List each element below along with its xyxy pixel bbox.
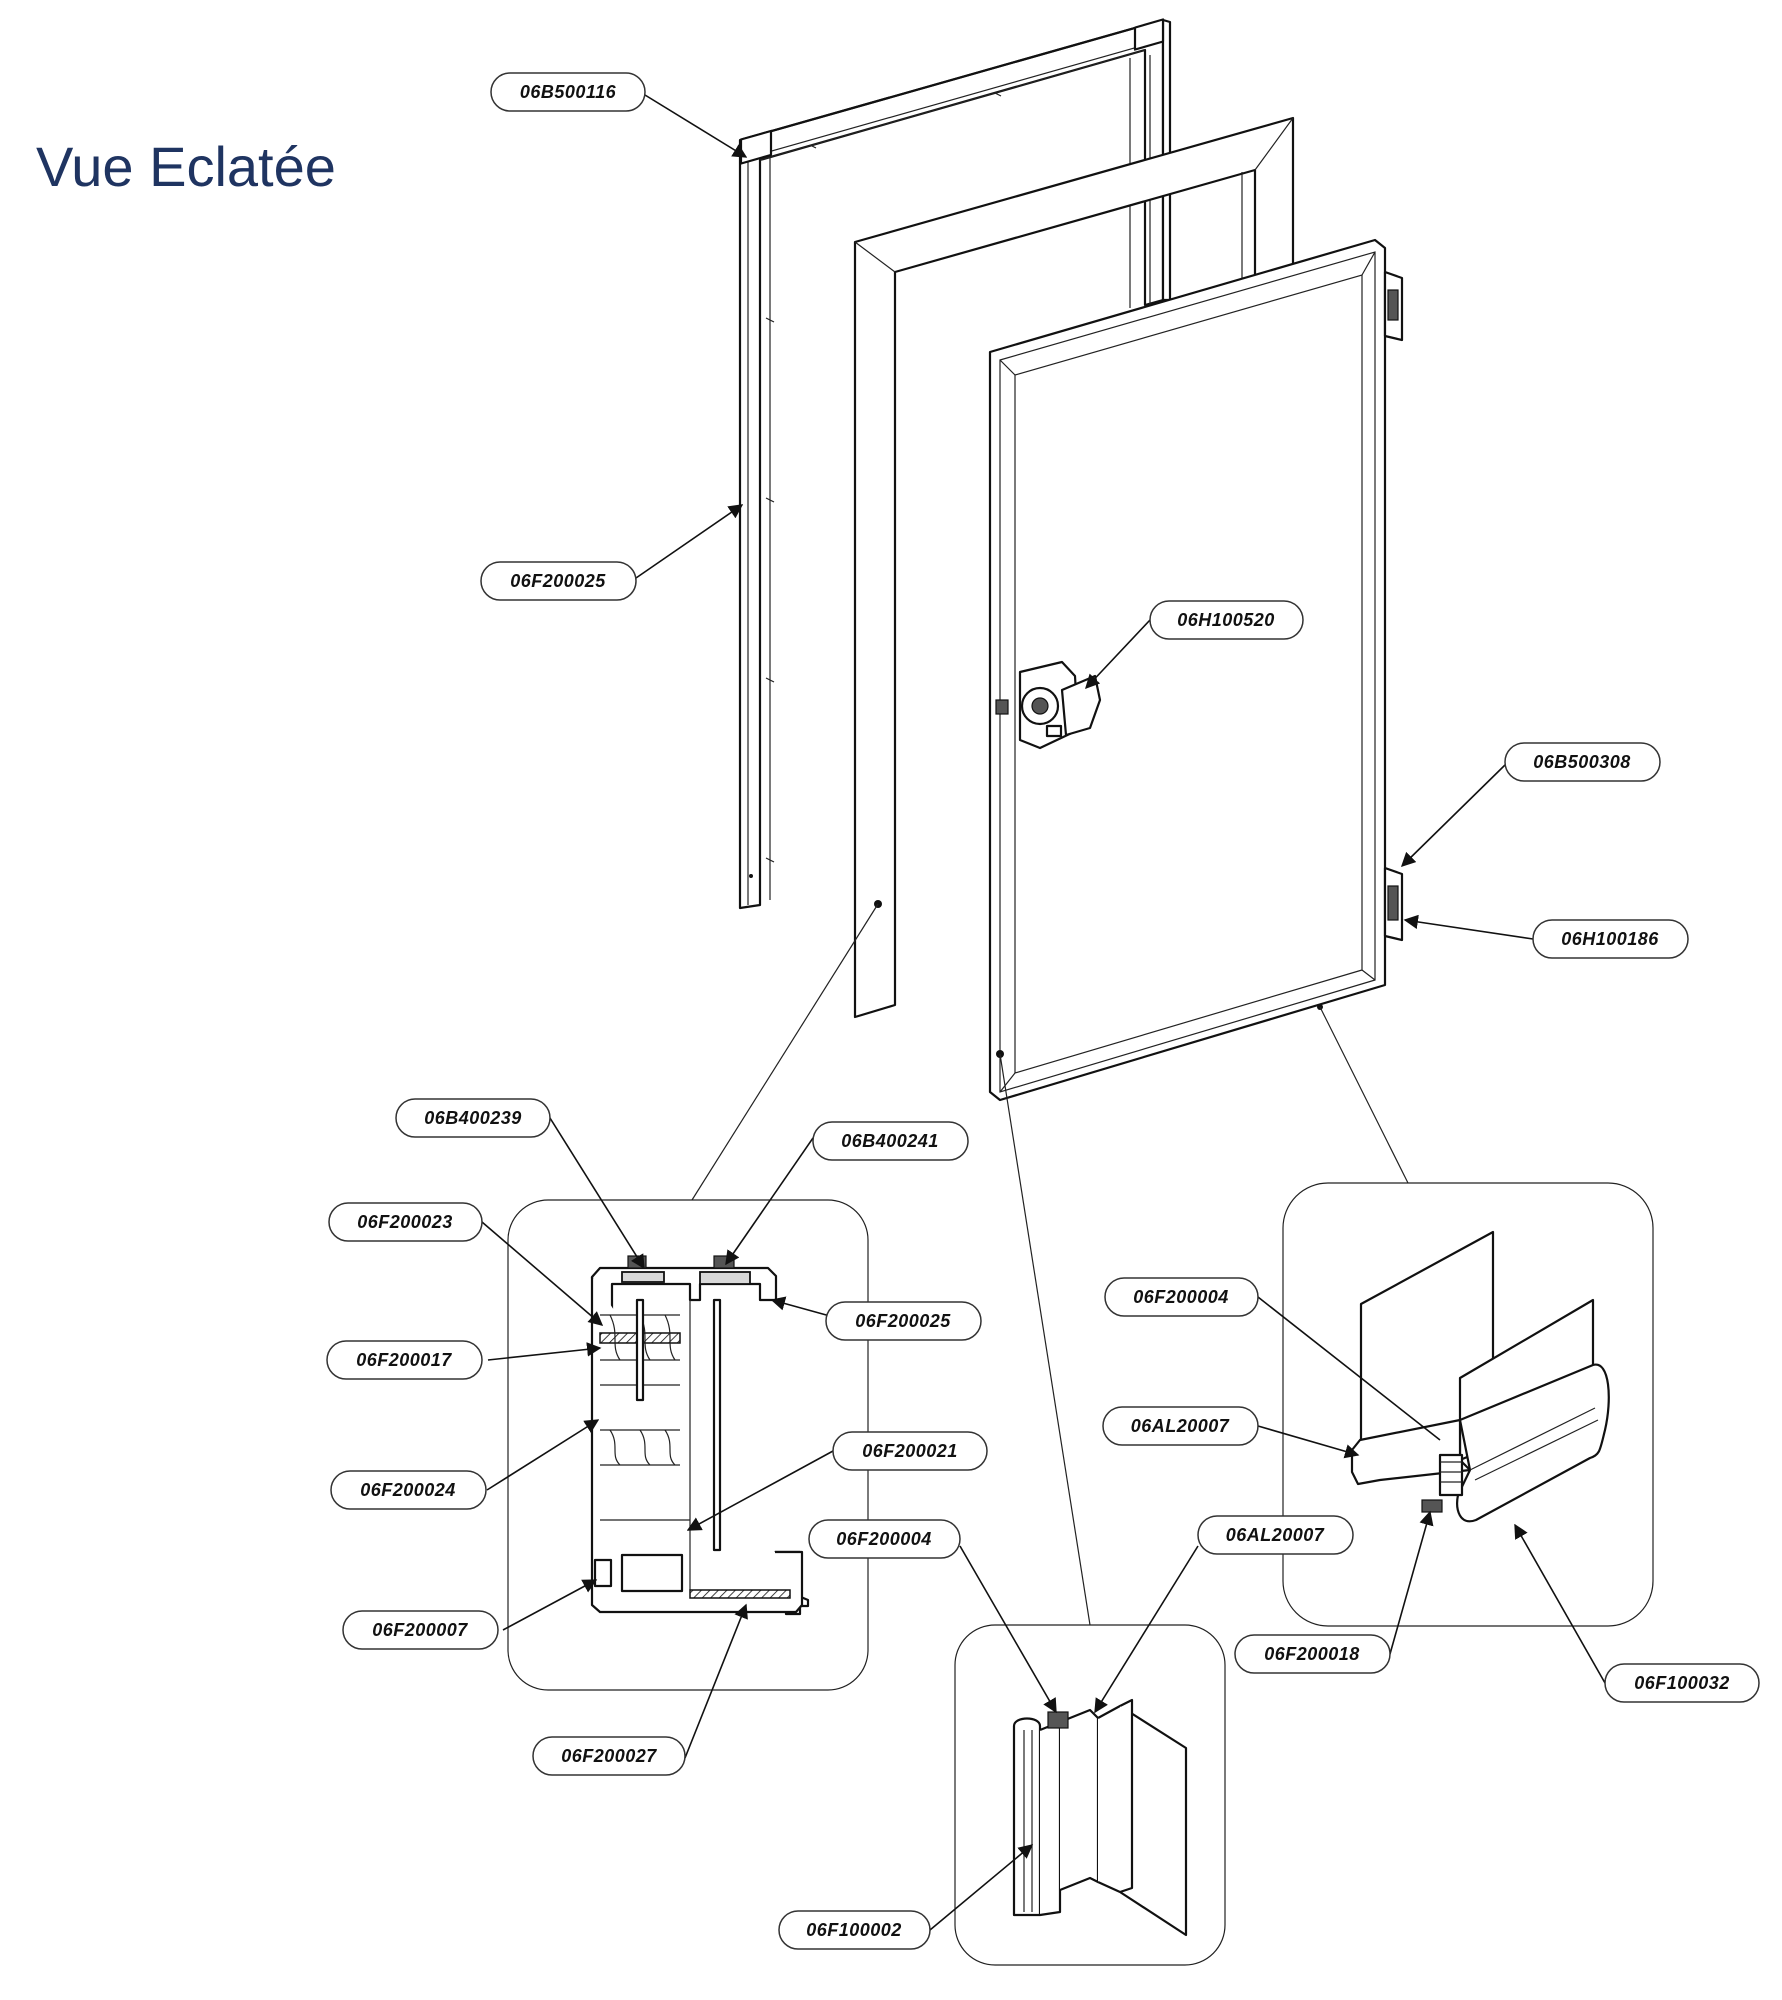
label-06f200024: 06F200024 <box>330 1470 487 1510</box>
svg-text:06AL20007: 06AL20007 <box>1131 1416 1230 1436</box>
svg-text:06F200024: 06F200024 <box>360 1480 456 1500</box>
svg-text:06F200025: 06F200025 <box>855 1311 951 1331</box>
label-06f200017: 06F200017 <box>326 1340 483 1380</box>
detail-frame-section <box>507 903 879 1691</box>
label-06f200021: 06F200021 <box>832 1431 988 1471</box>
svg-text:06F200004: 06F200004 <box>836 1529 932 1549</box>
svg-text:06F200025: 06F200025 <box>510 571 606 591</box>
svg-text:06F200027: 06F200027 <box>561 1746 657 1766</box>
label-06f200004-vertical: 06F200004 <box>808 1519 961 1559</box>
label-06f100032: 06F100032 <box>1604 1663 1760 1703</box>
label-06h100186: 06H100186 <box>1532 919 1689 959</box>
upper-hinge <box>1383 270 1404 342</box>
svg-text:06F200023: 06F200023 <box>357 1212 453 1232</box>
svg-text:06B400239: 06B400239 <box>424 1108 522 1128</box>
svg-text:06F200021: 06F200021 <box>862 1441 958 1461</box>
svg-text:06B500308: 06B500308 <box>1533 752 1631 772</box>
svg-text:06F100002: 06F100002 <box>806 1920 902 1940</box>
label-06f200025-frame: 06F200025 <box>480 561 637 601</box>
svg-text:06F200004: 06F200004 <box>1133 1287 1229 1307</box>
label-06b400239: 06B400239 <box>395 1098 551 1138</box>
svg-text:06F200007: 06F200007 <box>372 1620 468 1640</box>
label-06f200025-section: 06F200025 <box>825 1301 982 1341</box>
svg-text:06F200018: 06F200018 <box>1264 1644 1360 1664</box>
svg-text:06F200017: 06F200017 <box>356 1350 452 1370</box>
label-06f200004-bottom: 06F200004 <box>1104 1277 1259 1317</box>
detail-bottom-seal <box>1282 1006 1654 1627</box>
svg-text:06B500116: 06B500116 <box>520 82 617 102</box>
page-title: Vue Eclatée <box>36 135 336 198</box>
label-06h100520: 06H100520 <box>1149 600 1304 640</box>
lower-hinge <box>1383 866 1404 942</box>
label-06al20007-vertical: 06AL20007 <box>1197 1515 1354 1555</box>
label-06f200007: 06F200007 <box>342 1610 499 1650</box>
label-06f100002: 06F100002 <box>778 1910 931 1950</box>
label-06b500116: 06B500116 <box>490 72 646 112</box>
label-06b400241: 06B400241 <box>812 1121 969 1161</box>
label-06f200018: 06F200018 <box>1234 1634 1391 1674</box>
label-06f200023: 06F200023 <box>328 1202 483 1242</box>
svg-text:06F100032: 06F100032 <box>1634 1673 1730 1693</box>
svg-text:06B400241: 06B400241 <box>841 1131 939 1151</box>
svg-text:06AL20007: 06AL20007 <box>1226 1525 1325 1545</box>
detail-vertical-seal <box>954 1053 1226 1966</box>
door-leaf <box>988 238 1387 1102</box>
label-06b500308: 06B500308 <box>1504 742 1661 782</box>
svg-text:06H100186: 06H100186 <box>1561 929 1659 949</box>
leader-lines <box>481 94 1606 1931</box>
label-06al20007-bottom: 06AL20007 <box>1102 1406 1259 1446</box>
svg-text:06H100520: 06H100520 <box>1177 610 1275 630</box>
label-06f200027: 06F200027 <box>532 1736 686 1776</box>
